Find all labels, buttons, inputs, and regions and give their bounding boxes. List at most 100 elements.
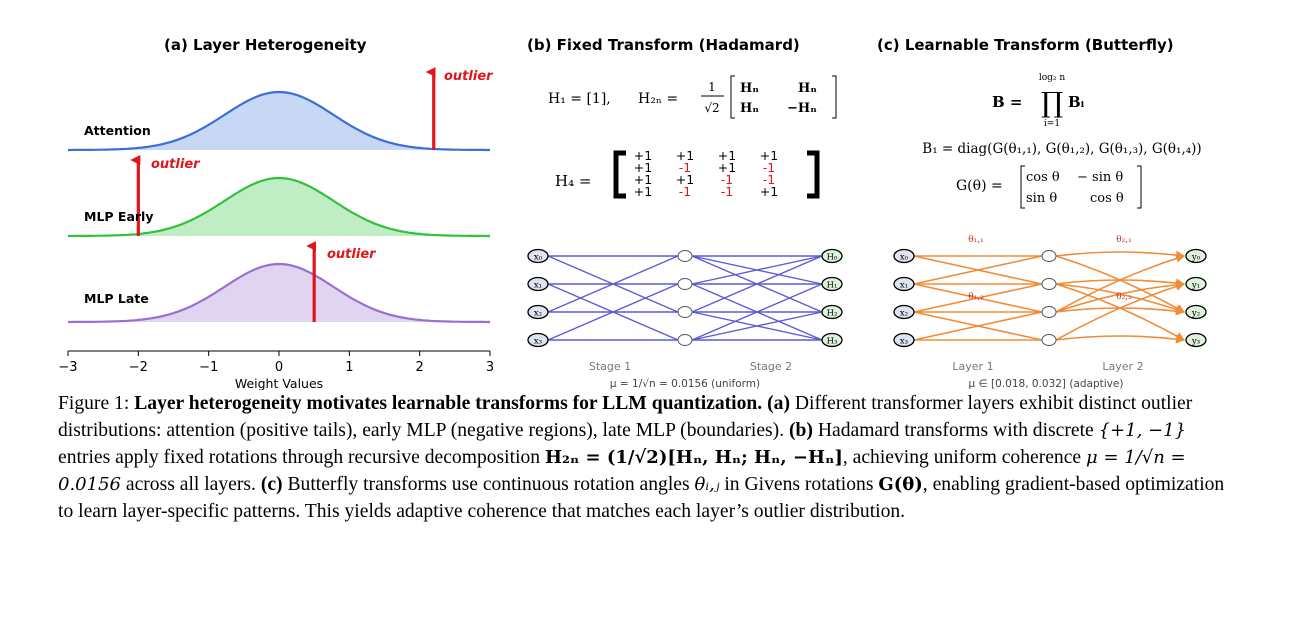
eq-b1: B₁ = diag(G(θ₁,₁), G(θ₁,₂), G(θ₁,₃), G(θ… — [922, 141, 1201, 157]
caption-c-text: , enabling gradient-based optimization t… — [58, 474, 1225, 522]
curve-line-attention — [68, 90, 490, 152]
h4-cell: +1 — [634, 160, 652, 175]
eq-prod-top: log₂ n — [1039, 73, 1066, 83]
panel-b-title: (b) Fixed Transform (Hadamard) — [527, 36, 800, 54]
outlier-label-mlp-early: outlier — [151, 157, 201, 172]
g-cell: cos θ — [1026, 170, 1060, 185]
h2n-cell: Hₙ — [740, 101, 759, 116]
h4-bracket-left — [613, 150, 626, 199]
x-tick-label: 2 — [416, 360, 424, 375]
eq-frac-num: 1 — [708, 80, 716, 94]
g-cell: cos θ — [1090, 191, 1124, 206]
hidden-node — [1041, 306, 1057, 318]
hidden-node — [677, 278, 693, 290]
g-bracket-left — [1020, 165, 1025, 209]
caption-b-text: entries apply fixed rotations through re… — [58, 447, 546, 468]
x-tick-label: −3 — [58, 360, 77, 375]
theta-label: θ₁,₁ — [968, 235, 984, 245]
butterfly-coherence: μ ∈ [0.018, 0.032] (adaptive) — [969, 378, 1124, 390]
hidden-node — [677, 250, 693, 262]
caption-c-g: G(θ) — [878, 474, 923, 495]
caption-a-text: Different transformer layers exhibit dis… — [58, 393, 1193, 441]
output-node — [821, 332, 843, 348]
input-node — [893, 332, 915, 348]
x-tick-label: −2 — [129, 360, 148, 375]
input-node-label: x₃ — [900, 337, 908, 347]
curve-fill-mlp-early — [110, 178, 448, 236]
layer1-edge — [913, 255, 1043, 285]
outlier-label-attention: outlier — [444, 69, 494, 84]
input-node — [893, 248, 915, 264]
layer1-edge — [913, 283, 1043, 313]
h4-cell: +1 — [760, 184, 778, 199]
h4-cell: +1 — [634, 184, 652, 199]
h4-cell: -1 — [721, 184, 733, 199]
stage1-label: Stage 1 — [589, 360, 631, 373]
stage1-edge — [547, 283, 679, 341]
row-label-mlp-early: MLP Early — [84, 209, 154, 224]
caption-b-text: Hadamard transforms with discrete — [812, 420, 1099, 441]
h4-cell: -1 — [721, 172, 733, 187]
input-node-label: x₃ — [534, 337, 542, 347]
output-node — [1185, 248, 1207, 264]
x-tick-label: 0 — [275, 360, 283, 375]
theta-label: θ₁,₂ — [968, 292, 984, 302]
eq-h1: H₁ = [1], — [548, 91, 611, 107]
outlier-label-mlp-late: outlier — [327, 247, 377, 262]
output-node — [821, 248, 843, 264]
input-node — [893, 276, 915, 292]
caption-b-set: {+1, −1} — [1098, 420, 1187, 441]
h2n-cell: −Hₙ — [787, 101, 817, 116]
curve-line-mlp-late — [68, 262, 490, 324]
eq-h4-lhs: H₄ = — [555, 172, 591, 190]
output-node — [1185, 332, 1207, 348]
layer2-edge — [1055, 334, 1185, 344]
panel-c-title: (c) Learnable Transform (Butterfly) — [877, 36, 1174, 54]
input-node-label: x₁ — [900, 281, 908, 291]
caption-tag-b: (b) — [789, 420, 813, 441]
hadamard-butterfly-edges — [547, 255, 823, 341]
output-node-label: H₁ — [827, 281, 838, 291]
input-node — [893, 304, 915, 320]
g-bracket-right — [1137, 165, 1142, 209]
hidden-node — [677, 306, 693, 318]
output-node — [821, 276, 843, 292]
h4-cell: +1 — [718, 160, 736, 175]
caption-prefix: Figure 1: — [58, 393, 135, 414]
input-node-label: x₀ — [900, 253, 909, 263]
g-cell: sin θ — [1026, 191, 1057, 206]
layer2-label: Layer 2 — [1102, 360, 1143, 373]
input-node — [527, 332, 549, 348]
input-node-label: x₀ — [534, 253, 543, 263]
input-node — [527, 304, 549, 320]
layer1-label: Layer 1 — [952, 360, 993, 373]
eq-prod-bottom: i=1 — [1044, 119, 1060, 129]
h4-cell: +1 — [634, 148, 652, 163]
output-node-label: y₂ — [1191, 309, 1200, 319]
butterfly-edges — [913, 250, 1185, 344]
h4-cell: +1 — [676, 148, 694, 163]
figure-canvas: Attention MLP Early MLP Late outlier out… — [58, 67, 1207, 390]
layer2-edge — [1055, 250, 1185, 260]
output-node-label: y₁ — [1191, 281, 1200, 291]
h4-cell: -1 — [763, 172, 775, 187]
stage2-edge — [691, 283, 823, 341]
h4-cell: -1 — [679, 160, 691, 175]
caption-tag-a: (a) — [767, 393, 790, 414]
eq-prod-symbol: ∏ — [1041, 86, 1063, 119]
output-node-label: H₂ — [827, 309, 838, 319]
h2n-cell: Hₙ — [740, 81, 759, 96]
output-node-label: H₃ — [827, 337, 838, 347]
output-node — [1185, 304, 1207, 320]
stage2-edge — [691, 311, 823, 341]
output-node-label: y₀ — [1191, 253, 1201, 263]
stage2-edge — [691, 255, 823, 285]
eq-g-lhs: G(θ) = — [956, 178, 1003, 194]
panel-b: H₁ = [1], H₂ₙ = 1 √2 Hₙ Hₙ Hₙ −Hₙ H₄ = +… — [527, 75, 843, 390]
caption-bold: Layer heterogeneity motivates learnable … — [134, 393, 763, 414]
row-label-mlp-late: MLP Late — [84, 291, 149, 306]
caption-c-theta: θᵢ,ⱼ — [694, 474, 720, 495]
